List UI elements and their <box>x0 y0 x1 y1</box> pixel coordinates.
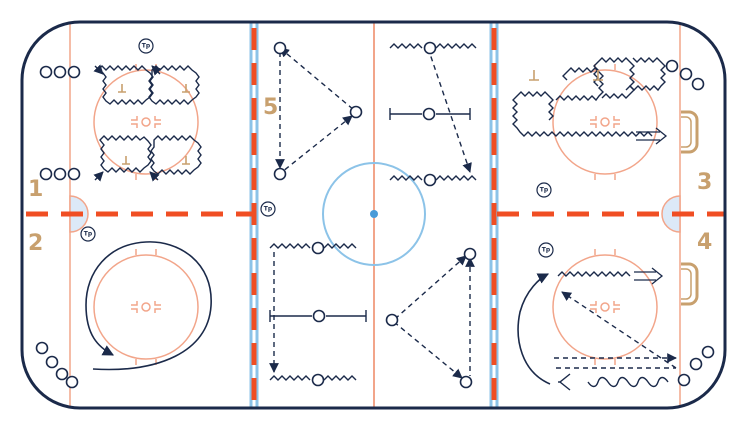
svg-text:Tp: Tp <box>142 43 151 50</box>
station-label-1: 1 <box>28 177 43 202</box>
svg-text:Tp: Tp <box>542 247 551 254</box>
player-dot <box>67 65 81 79</box>
player-dot <box>312 309 326 323</box>
svg-text:Tp: Tp <box>264 206 273 213</box>
player-dot <box>39 167 53 181</box>
drill-paths <box>85 43 677 391</box>
tp-marker: Tp <box>138 38 154 54</box>
station-3-loops <box>512 57 668 145</box>
station-2-circle-path <box>85 241 212 371</box>
player-dot <box>53 167 67 181</box>
player-dot <box>311 241 325 255</box>
station-label-2: 2 <box>28 231 43 256</box>
rink-boards <box>20 20 727 410</box>
player-dot <box>273 41 287 55</box>
player-markers <box>35 41 715 389</box>
player-dot <box>677 373 691 387</box>
station-labels: 1 2 3 4 5 <box>28 95 712 256</box>
tp-marker: Tp <box>538 242 554 258</box>
faceoff-circle-bottom-right <box>552 249 658 365</box>
center-faceoff-circle <box>322 162 426 266</box>
station-label-3: 3 <box>697 170 712 195</box>
player-dot <box>273 167 287 181</box>
goal-net-bottom-right-inner <box>681 268 692 300</box>
goal-net-top-right <box>681 110 699 154</box>
station-label-4: 4 <box>697 230 712 255</box>
center-faceoff-dot <box>370 210 378 218</box>
goal-net-bottom-right <box>681 262 699 306</box>
station-4-shooting <box>517 267 677 391</box>
player-dot <box>701 345 715 359</box>
player-dot <box>423 173 437 187</box>
player-dot <box>67 167 81 181</box>
station-5-zigzag-lines <box>269 43 477 381</box>
station-5-passing <box>269 47 475 379</box>
player-dot <box>53 65 67 79</box>
svg-text:Tp: Tp <box>540 187 549 194</box>
station-1-tight-turns <box>93 64 202 182</box>
player-dot <box>39 65 53 79</box>
player-dot <box>349 105 363 119</box>
player-dot <box>423 41 437 55</box>
faceoff-circle-bottom-left <box>93 249 199 365</box>
rink-markings <box>22 22 725 408</box>
player-dot <box>459 375 473 389</box>
player-dot <box>311 373 325 387</box>
player-dot <box>679 67 693 81</box>
tp-marker: Tp <box>260 201 276 217</box>
player-dot <box>55 367 69 381</box>
player-dot <box>385 313 399 327</box>
tp-markers: Tp Tp Tp Tp Tp <box>80 38 554 258</box>
tp-marker: Tp <box>536 182 552 198</box>
player-dot <box>45 355 59 369</box>
player-dot <box>422 107 436 121</box>
player-dot <box>665 59 679 73</box>
player-dot <box>65 375 79 389</box>
player-dot <box>691 77 705 91</box>
right-goal-crease <box>661 195 681 233</box>
svg-text:Tp: Tp <box>84 231 93 238</box>
tp-marker: Tp <box>80 226 96 242</box>
player-dot <box>35 341 49 355</box>
goal-net-top-right-inner <box>681 116 692 148</box>
player-dot <box>689 357 703 371</box>
player-dot <box>463 247 477 261</box>
station-label-5: 5 <box>263 95 278 120</box>
